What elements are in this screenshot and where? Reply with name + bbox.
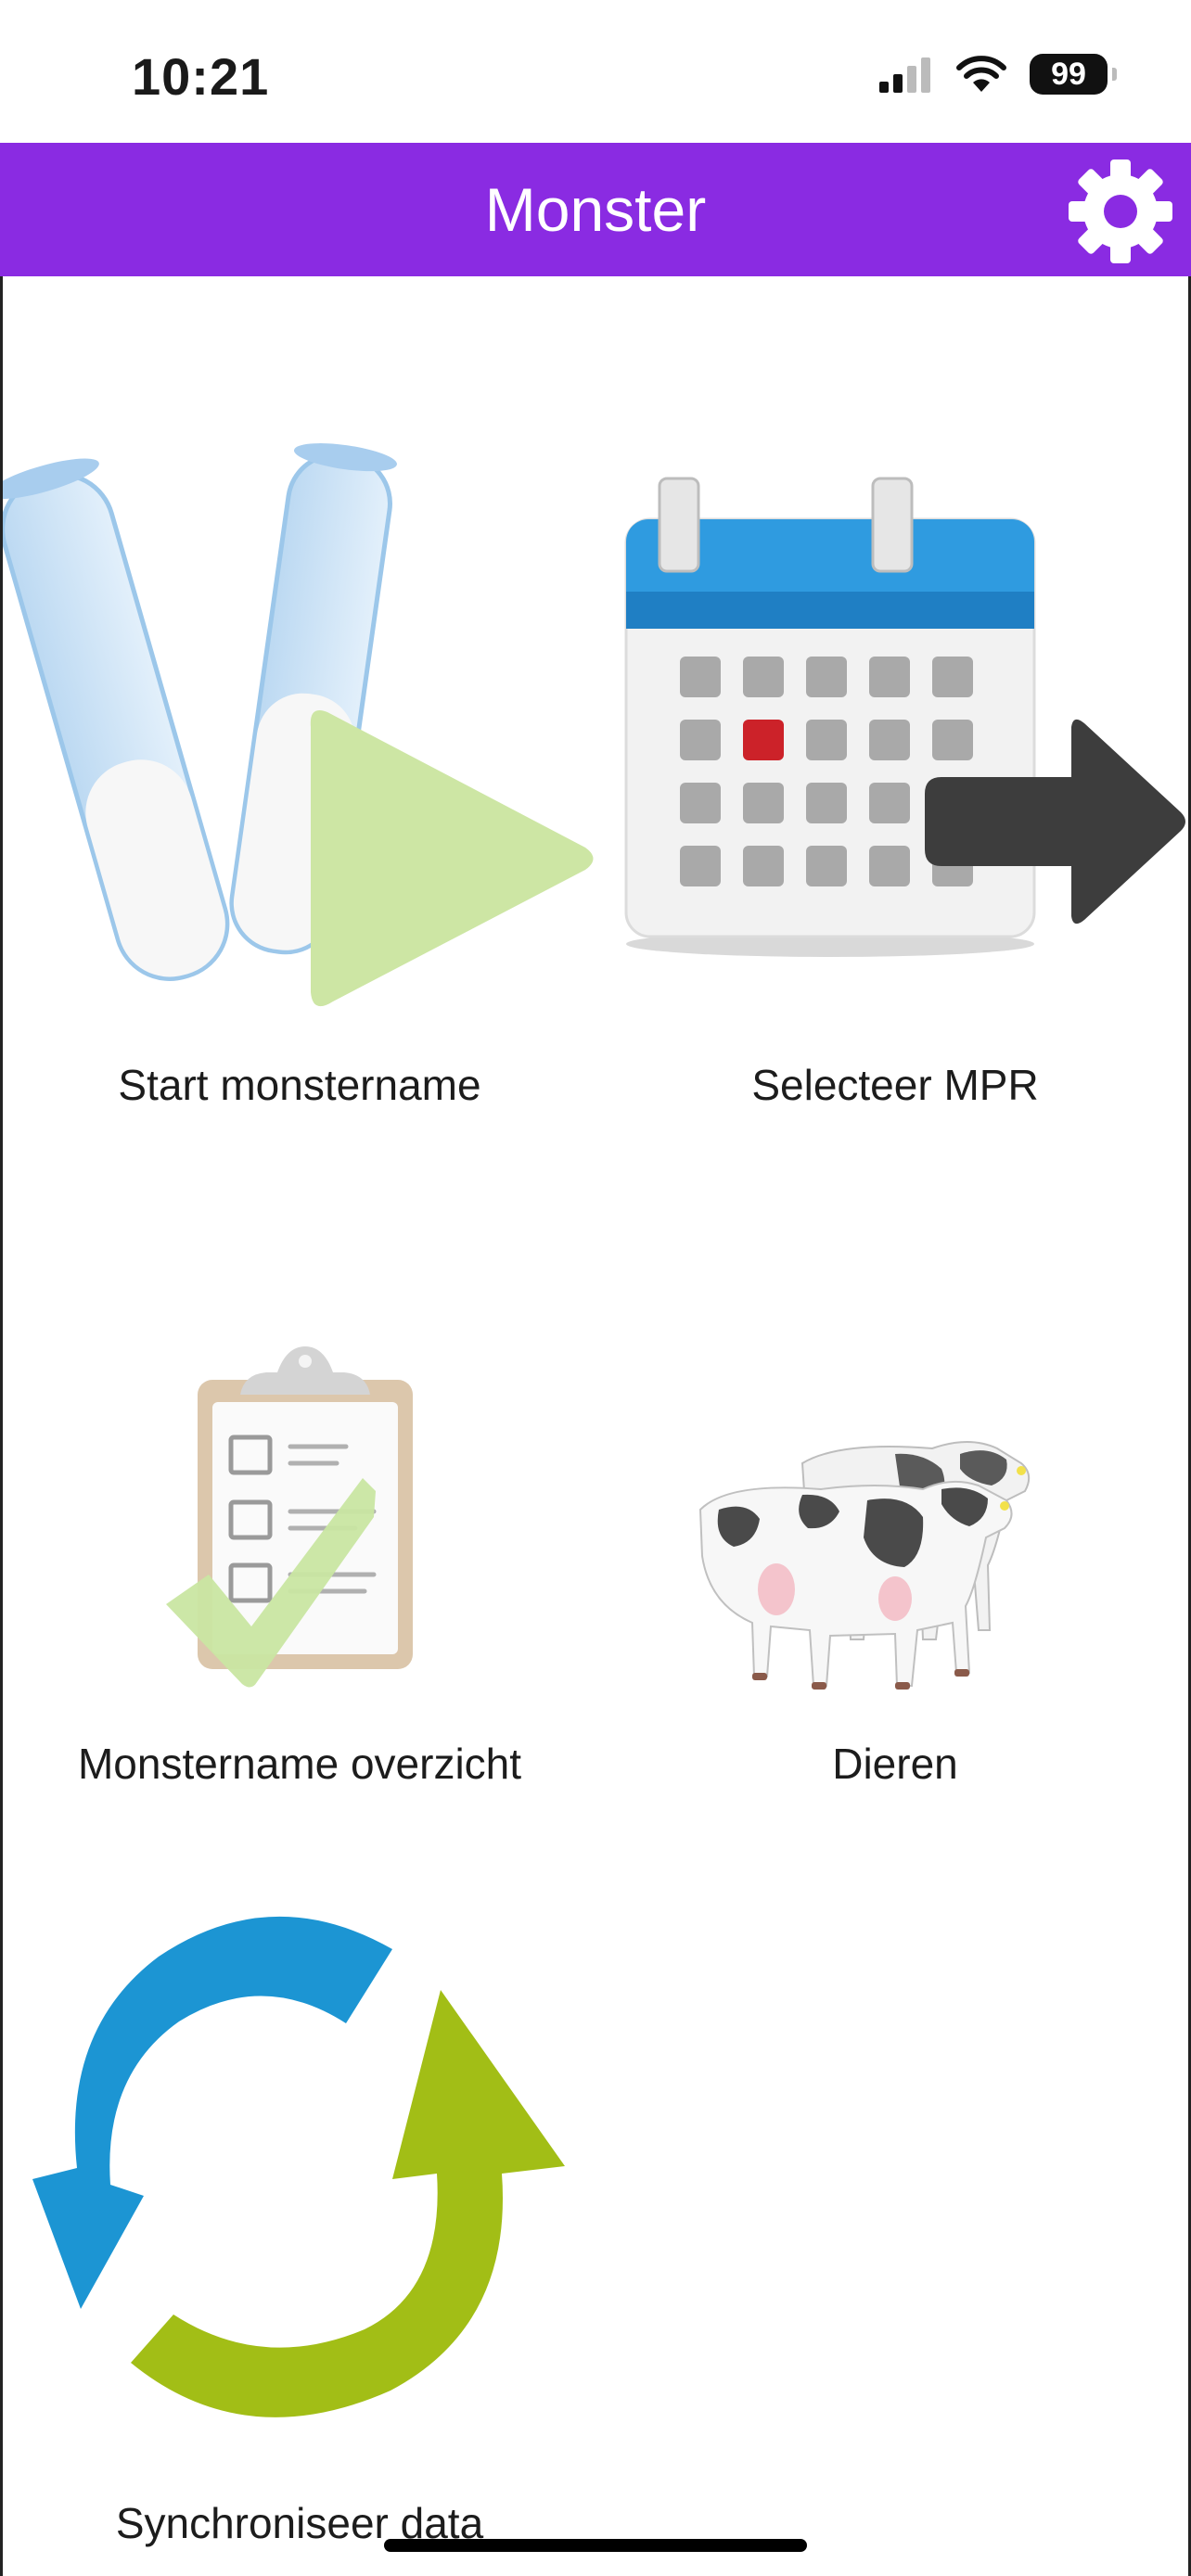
status-time: 10:21	[132, 47, 270, 106]
tile-dieren[interactable]	[598, 1343, 1191, 1992]
calendar-arrow-icon	[624, 477, 1185, 957]
gear-icon	[1069, 159, 1172, 263]
tile-label-monstername-overzicht: Monstername overzicht	[77, 1740, 522, 1788]
tile-label-start-monstername: Start monstername	[118, 1061, 481, 1109]
tile-label-selecteer-mpr: Selecteer MPR	[751, 1061, 1039, 1109]
cows-icon	[698, 1441, 1031, 1690]
test-tubes-play-icon	[3, 443, 594, 1007]
tile-selecteer-mpr[interactable]	[598, 462, 1191, 957]
app-header: Monster	[0, 143, 1191, 276]
status-bar: 10:21 99	[0, 0, 1191, 143]
wifi-icon	[956, 56, 1006, 92]
status-icons: 99	[877, 54, 1117, 95]
main-menu: Start monstername	[0, 276, 1191, 2576]
sync-arrows-icon	[32, 1916, 565, 2417]
home-indicator[interactable]	[384, 2539, 807, 2552]
cellular-signal-icon	[879, 57, 930, 93]
settings-button[interactable]	[1065, 156, 1176, 267]
clipboard-check-icon	[166, 1346, 413, 1688]
tile-label-dieren: Dieren	[832, 1740, 958, 1788]
battery-icon: 99	[1030, 54, 1117, 95]
tile-monstername-overzicht[interactable]	[3, 1343, 596, 1992]
tile-synchroniseer-data[interactable]	[3, 1890, 596, 2576]
tile-start-monstername[interactable]	[3, 425, 596, 1007]
page-title: Monster	[484, 175, 707, 244]
